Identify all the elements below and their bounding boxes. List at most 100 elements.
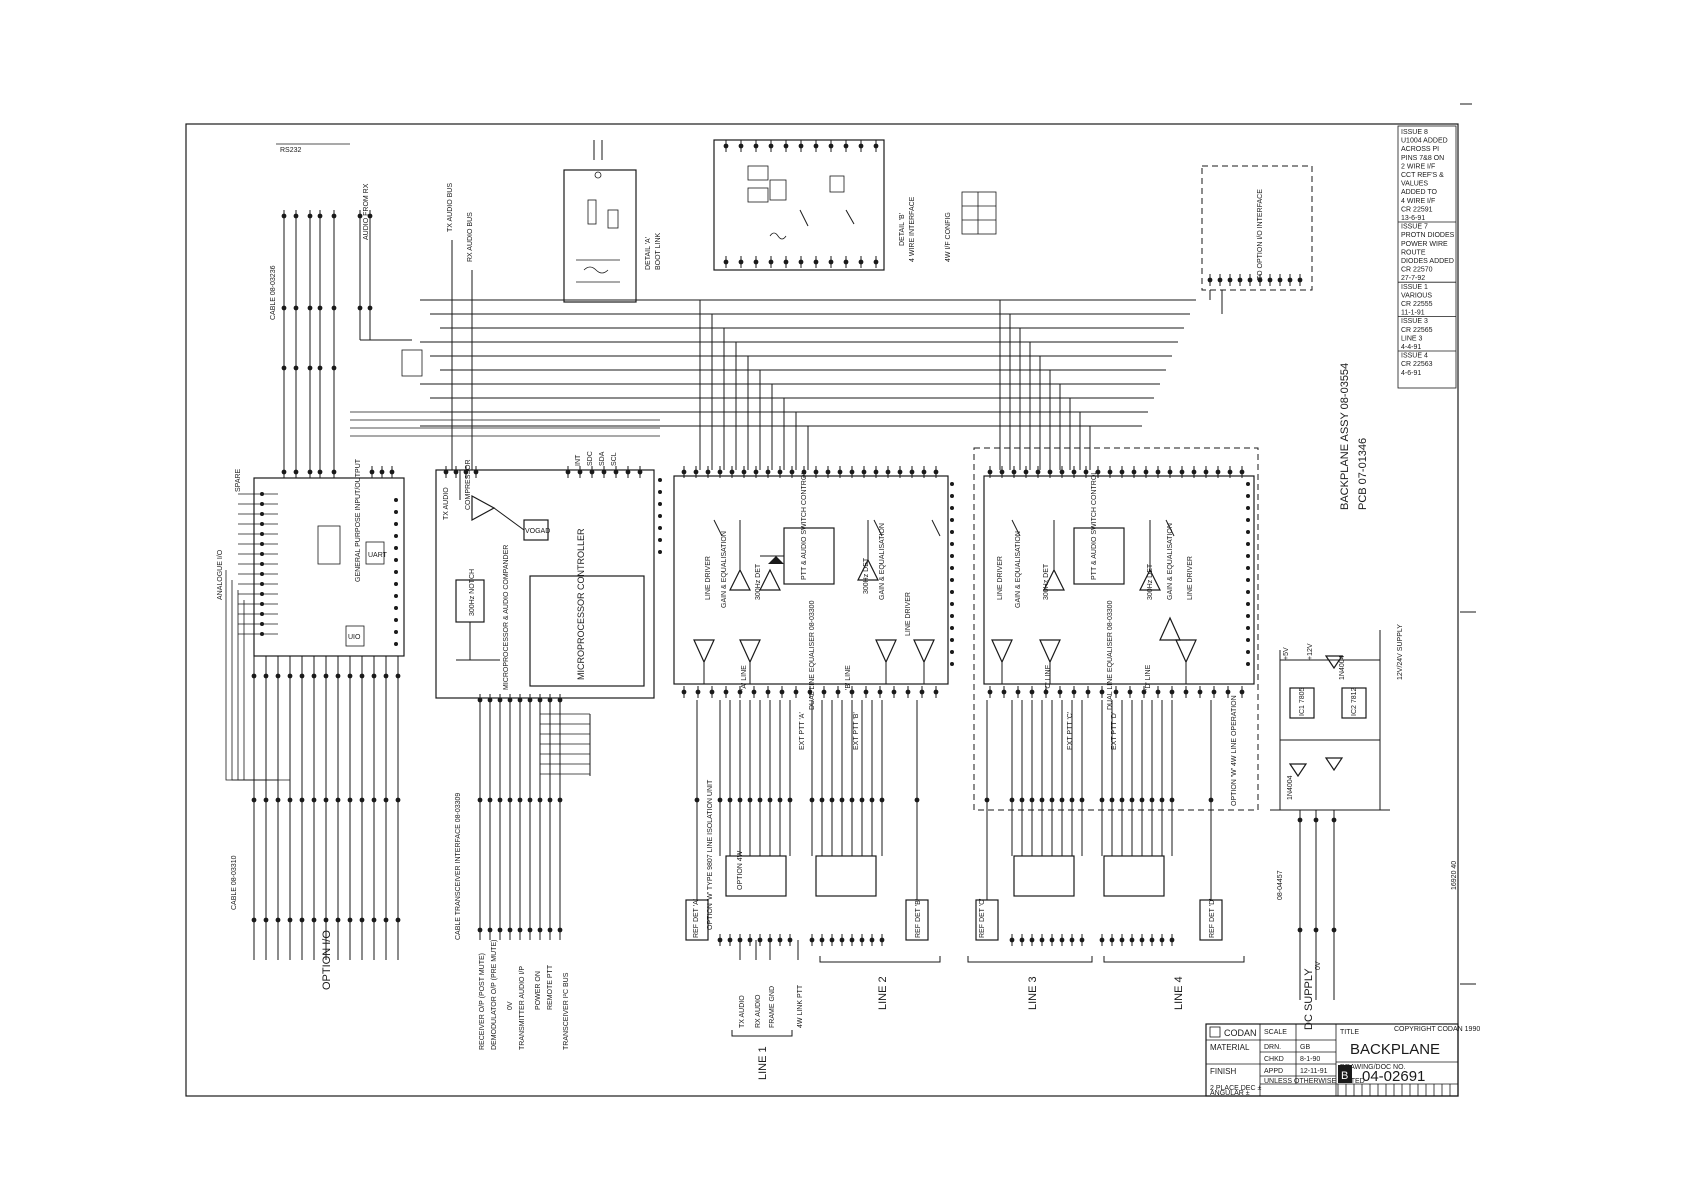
- tx-audio-in-label: TX AUDIO: [739, 995, 746, 1028]
- remote-ptt-label: REMOTE PTT: [547, 964, 554, 1010]
- audio-from-rx-label: AUDIO FROM RX: [363, 183, 370, 240]
- gpio-side-pin: [260, 632, 264, 636]
- uart-block: [365, 541, 385, 565]
- notch-label: 300Hz NOTCH: [469, 569, 476, 616]
- drawn-value: GB: [1300, 1044, 1310, 1051]
- power-on-label: POWER ON: [535, 971, 542, 1010]
- line-1-label: LINE 1: [757, 1046, 769, 1080]
- line-a-label: 'A' LINE: [741, 665, 748, 690]
- size-letter: B: [1341, 1070, 1348, 1082]
- ext-ptt-a-label: EXT PTT 'A': [799, 712, 806, 750]
- transceiver-bus-label: TRANSCEIVER I²C BUS: [563, 972, 570, 1050]
- microprocessor-board: [435, 469, 655, 699]
- eq1-side-pin: [950, 566, 954, 570]
- gain-eq-a-label: GAIN & EQUALISATION: [721, 531, 728, 608]
- revision-entry: ISSUE 1: [1401, 284, 1428, 291]
- gpio-side-pin: [260, 572, 264, 576]
- gpio-right-pin: [394, 570, 398, 574]
- eq1-side-pin: [950, 602, 954, 606]
- detector-b-label: 300Hz DET: [863, 557, 870, 594]
- ref-det-block: [1103, 855, 1165, 897]
- vogad-label: VOGAD: [525, 528, 550, 535]
- revision-entry: ROUTE: [1401, 249, 1426, 256]
- demodulator-op-label: DEMODULATOR O/P (PRE MUTE): [491, 940, 498, 1050]
- microprocessor-controller-block[interactable]: [529, 575, 645, 687]
- compressor-label: COMPRESSOR: [465, 459, 472, 510]
- line-2-label: LINE 2: [877, 976, 889, 1010]
- ref-pin: [914, 797, 920, 803]
- option-io-section: UART UIO GENERAL PURPOSE INPUT/OUTPUT AN…: [217, 143, 423, 990]
- size-box: [1338, 1065, 1352, 1083]
- switch-control-b[interactable]: [1073, 527, 1125, 585]
- to-option-io-label: TO OPTION I/O INTERFACE: [1257, 189, 1264, 280]
- eq1-side-pin: [950, 482, 954, 486]
- gpio-side-pin: [260, 592, 264, 596]
- revision-entry: VARIOUS: [1401, 292, 1432, 299]
- drawing-number-label: DRAWING/DOC NO.: [1340, 1064, 1406, 1071]
- gpio-right-pin: [394, 582, 398, 586]
- gpio-right-pin: [394, 546, 398, 550]
- revision-entry: ADDED TO: [1401, 189, 1437, 196]
- revision-entry: DIODES ADDED: [1401, 258, 1454, 265]
- line-3-label: LINE 3: [1027, 976, 1039, 1010]
- eq1-side-pin: [950, 506, 954, 510]
- analogue-route: [225, 570, 254, 781]
- line-1-inputs: TX AUDIO RX AUDIO FRAME GND 4W LINK PTT: [739, 940, 804, 1028]
- tolerance-note: UNLESS OTHERWISE STATED: [1264, 1078, 1365, 1085]
- microprocessor-section: MICROPROCESSOR CONTROLLER MICROPROCESSOR…: [435, 183, 662, 1050]
- revision-entry: 13-6-91: [1401, 215, 1425, 222]
- line-group-brackets: LINE 1 LINE 2 LINE 3 LINE 4: [731, 956, 1245, 1080]
- ref-det-block: [1013, 855, 1075, 897]
- eq1-side-pin: [950, 554, 954, 558]
- detector-a-label: 300Hz DET: [755, 563, 762, 600]
- gpio-side-pin: [260, 612, 264, 616]
- eq2-side-pin: [1246, 590, 1250, 594]
- sdc-label: SDC: [587, 451, 594, 466]
- gpio-side-pin: [260, 582, 264, 586]
- gpio-right-pin: [394, 498, 398, 502]
- eq2-side-pin: [1246, 614, 1250, 618]
- micro-side-pin: [658, 538, 662, 542]
- revision-entry: ISSUE 3: [1401, 318, 1428, 325]
- rs232-label: RS232: [280, 147, 302, 154]
- place-dec-1: 2 PLACE DEC ±: [1210, 1085, 1261, 1092]
- microprocessor-controller-label: MICROPROCESSOR CONTROLLER: [576, 528, 586, 680]
- gpio-side-pin: [260, 552, 264, 556]
- eq2-side-pin: [1246, 554, 1250, 558]
- line-4-label: LINE 4: [1173, 976, 1185, 1010]
- transceiver-signal-labels: RECEIVER O/P (POST MUTE) DEMODULATOR O/P…: [479, 940, 570, 1050]
- gpio-side-pin: [260, 492, 264, 496]
- detector-c-label: 300Hz DET: [1043, 563, 1050, 600]
- detector-d-label: 300Hz DET: [1147, 563, 1154, 600]
- gpio-board: [253, 477, 405, 657]
- diode-b-label: 1N4004: [1287, 775, 1294, 800]
- analogue-io-label: ANALOGUE I/O: [217, 549, 224, 600]
- revision-entry: CR 22591: [1401, 206, 1433, 213]
- eq1-side-pin: [950, 626, 954, 630]
- gpio-right-pin: [394, 522, 398, 526]
- ext-ptt-c-label: EXT PTT 'C': [1067, 712, 1074, 750]
- eq2-side-pin: [1246, 482, 1250, 486]
- drawn-label: DRN.: [1264, 1044, 1281, 1051]
- uart-label: UART: [368, 552, 388, 559]
- compressor-amp: [471, 494, 496, 522]
- ext-ptt-d-label: EXT PTT 'D': [1111, 712, 1118, 750]
- gpio-side-pin: [260, 602, 264, 606]
- gain-eq-d-label: GAIN & EQUALISATION: [1167, 523, 1174, 600]
- analogue-route: [231, 580, 266, 781]
- eq2-side-pin: [1246, 566, 1250, 570]
- 4wire-interface-label: 4 WIRE INTERFACE: [909, 196, 916, 262]
- tx-audio-label: TX AUDIO: [443, 487, 450, 520]
- ref-det-labels: OPTION 'W' TYPE 9807 LINE ISOLATION UNIT…: [693, 779, 1216, 938]
- codan-logo-icon: [1209, 1026, 1221, 1038]
- gpio-right-pin: [394, 606, 398, 610]
- gpio-side-pin: [260, 532, 264, 536]
- eq2-side-pin: [1246, 530, 1250, 534]
- plus-12v-label: +12V: [1307, 643, 1314, 660]
- supply-12v-label: 12V/24V SUPPLY: [1397, 624, 1404, 680]
- dc-supply-section: IC1 7805 IC2 7812 1N4004 1N4004 12V/24V …: [1270, 624, 1404, 1030]
- switch-control-a[interactable]: [783, 527, 835, 585]
- equaliser-1-board: [673, 475, 949, 685]
- finish-label: FINISH: [1210, 1067, 1236, 1076]
